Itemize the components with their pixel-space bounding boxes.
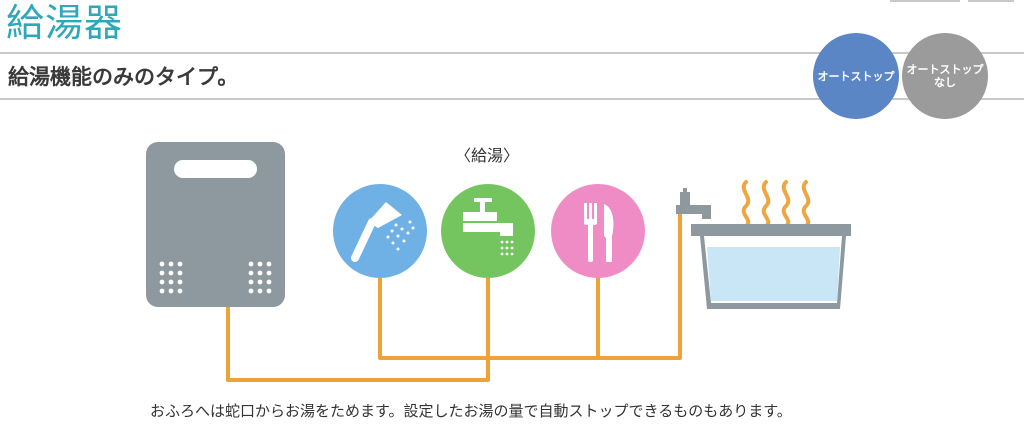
diagram-caption: おふろへは蛇口からお湯をためます。設定したお湯の量で自動ストップできるものもあり… — [150, 402, 792, 420]
divider-bottom — [0, 98, 1024, 100]
top-tab-line-2 — [968, 0, 1014, 2]
branch-pipe — [378, 212, 682, 360]
cutlery-icon — [551, 184, 645, 278]
pipes — [226, 212, 682, 382]
no-auto-stop-badge: オートストップ なし — [902, 33, 988, 119]
heater-pipe — [226, 278, 490, 382]
page-title: 給湯器 — [6, 1, 124, 45]
shower-icon — [333, 184, 427, 278]
auto-stop-badge: オートストップ — [813, 33, 899, 119]
bathtub-icon — [691, 224, 851, 309]
water-heater-icon — [146, 142, 285, 307]
hot-water-supply-label: 〈給湯〉 — [455, 146, 520, 165]
steam-icon — [741, 180, 811, 228]
bath-tap-icon — [676, 188, 711, 219]
divider-top — [0, 52, 1024, 54]
faucet-icon — [441, 184, 535, 278]
page-subtitle: 給湯機能のみのタイプ。 — [8, 65, 239, 89]
top-tab-line-1 — [890, 0, 960, 2]
